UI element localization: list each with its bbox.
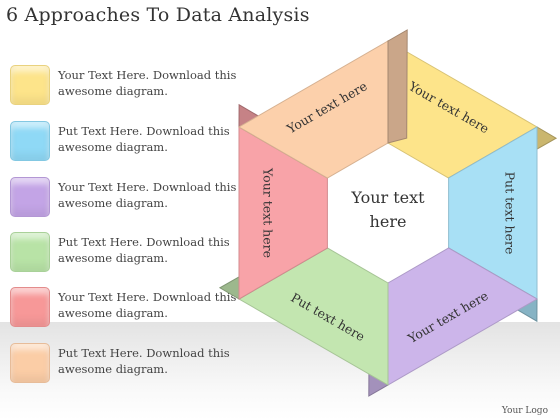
segment-bevel-6 (387, 29, 408, 144)
legend-text: Your Text Here. Download this awesome di… (58, 290, 237, 320)
legend-swatch-purple (10, 177, 50, 217)
legend-item: Your Text Here. Download this awesome di… (10, 65, 250, 107)
segment-label-5: Your text here (261, 167, 276, 258)
page-title: 6 Approaches To Data Analysis (6, 4, 310, 26)
legend-text: Put Text Here. Download this awesome dia… (58, 235, 230, 265)
legend-text: Your Text Here. Download this awesome di… (58, 68, 237, 98)
center-label-line-1: Your text (350, 188, 425, 207)
segment-label-2: Put text here (503, 172, 518, 255)
legend-text: Your Text Here. Download this awesome di… (58, 180, 237, 210)
legend-item: Put Text Here. Download this awesome dia… (10, 121, 250, 163)
center-label-line-2: here (370, 212, 407, 231)
legend-item: Your Text Here. Download this awesome di… (10, 177, 250, 219)
logo-text: Your Logo (501, 406, 548, 416)
legend-swatch-yellow (10, 65, 50, 105)
legend-swatch-red (10, 287, 50, 327)
legend-item: Put Text Here. Download this awesome dia… (10, 343, 250, 385)
legend-text: Put Text Here. Download this awesome dia… (58, 346, 230, 376)
legend-swatch-green (10, 232, 50, 272)
legend-item: Your Text Here. Download this awesome di… (10, 287, 250, 329)
legend-item: Put Text Here. Download this awesome dia… (10, 232, 250, 274)
legend-text: Put Text Here. Download this awesome dia… (58, 124, 230, 154)
legend-swatch-blue (10, 121, 50, 161)
legend-swatch-orange (10, 343, 50, 383)
